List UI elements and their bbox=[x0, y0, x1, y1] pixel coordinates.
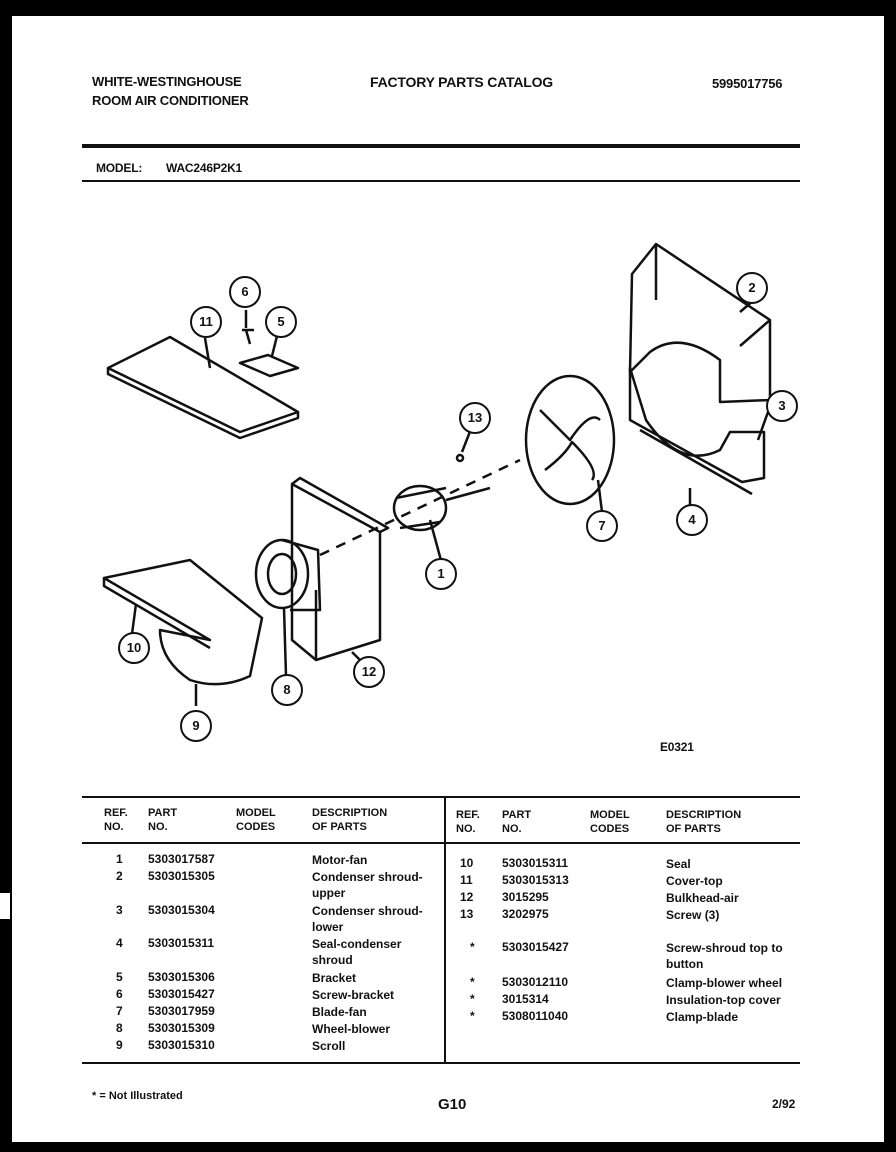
desc-cell: Screw (3) bbox=[666, 908, 720, 922]
table-divider bbox=[444, 798, 446, 1062]
ref-cell: 6 bbox=[116, 987, 123, 1001]
scan-edge-mark bbox=[0, 893, 10, 919]
desc-cell: Clamp-blade bbox=[666, 1010, 739, 1024]
callout-9: 9 bbox=[180, 710, 212, 742]
callout-13: 13 bbox=[459, 402, 491, 434]
part-bracket bbox=[238, 353, 300, 378]
ref-cell: 2 bbox=[116, 869, 123, 883]
callout-10: 10 bbox=[118, 632, 150, 664]
desc-cell: Wheel-blower bbox=[312, 1022, 391, 1036]
ref-cell: 11 bbox=[460, 873, 473, 887]
callout-2: 2 bbox=[736, 272, 768, 304]
part-cell: 5303017587 bbox=[148, 852, 215, 866]
part-scroll bbox=[102, 558, 264, 686]
callout-7: 7 bbox=[586, 510, 618, 542]
page-code: G10 bbox=[438, 1096, 467, 1113]
ref-cell: 4 bbox=[116, 936, 123, 950]
part-cell: 3015295 bbox=[502, 890, 549, 904]
part-cover-top bbox=[106, 335, 300, 434]
desc-cell: Screw-shroud top to button bbox=[666, 941, 783, 971]
part-cell: 5303015310 bbox=[148, 1038, 215, 1052]
header-rule bbox=[82, 144, 800, 148]
part-cell: 5303015311 bbox=[148, 936, 215, 950]
brand-line-2: ROOM AIR CONDITIONER bbox=[92, 93, 249, 108]
callout-4: 4 bbox=[676, 504, 708, 536]
ref-cell: * bbox=[470, 992, 475, 1006]
callout-8: 8 bbox=[271, 674, 303, 706]
ref-cell: 1 bbox=[116, 852, 123, 866]
desc-cell: Motor-fan bbox=[312, 853, 368, 867]
desc-cell: Bulkhead-air bbox=[666, 891, 739, 905]
callout-3: 3 bbox=[766, 390, 798, 422]
desc-cell: Bracket bbox=[312, 971, 357, 985]
callout-11: 11 bbox=[190, 306, 222, 338]
catalog-title: FACTORY PARTS CATALOG bbox=[370, 74, 553, 90]
part-cell: 5303015309 bbox=[148, 1021, 215, 1035]
desc-cell: Screw-bracket bbox=[312, 988, 395, 1002]
desc-cell: Seal bbox=[666, 857, 691, 871]
desc-cell: Condenser shroud-upper bbox=[312, 870, 423, 900]
part-bulkhead bbox=[290, 482, 382, 662]
ref-cell: * bbox=[470, 1009, 475, 1023]
ref-cell: 12 bbox=[460, 890, 474, 904]
ref-cell: 9 bbox=[116, 1038, 123, 1052]
callout-6: 6 bbox=[229, 276, 261, 308]
desc-cell: Condenser shroud-lower bbox=[312, 904, 423, 934]
part-cell: 5303015313 bbox=[502, 873, 569, 887]
part-cell: 5303015311 bbox=[502, 856, 569, 870]
callout-12: 12 bbox=[353, 656, 385, 688]
part-blower-wheel bbox=[254, 538, 310, 610]
model-label: MODEL: bbox=[96, 161, 143, 175]
ref-cell: 7 bbox=[116, 1004, 123, 1018]
header-ref: REF.NO. bbox=[104, 807, 128, 833]
not-illustrated-note: * = Not Illustrated bbox=[92, 1090, 183, 1102]
part-shroud-upper bbox=[628, 242, 772, 404]
exploded-parts-diagram bbox=[102, 242, 772, 706]
part-cell: 5303012110 bbox=[502, 975, 569, 989]
brand-line-1: WHITE-WESTINGHOUSE bbox=[92, 74, 242, 89]
callout-1: 1 bbox=[425, 558, 457, 590]
part-cell: 5303015305 bbox=[148, 869, 215, 883]
ref-cell: 3 bbox=[116, 903, 123, 917]
catalog-number: 5995017756 bbox=[712, 76, 783, 91]
part-cell: 3202975 bbox=[502, 907, 549, 921]
part-fan-blade bbox=[524, 374, 616, 506]
table-header-rule bbox=[82, 842, 800, 844]
ref-cell: * bbox=[470, 975, 475, 989]
ref-cell: 13 bbox=[460, 907, 474, 921]
part-cell: 5303015427 bbox=[502, 940, 569, 954]
model-value: WAC246P2K1 bbox=[166, 161, 243, 175]
model-rule bbox=[82, 180, 800, 182]
part-cell: 3015314 bbox=[502, 992, 549, 1006]
table-bottom-rule bbox=[82, 1062, 800, 1064]
part-cell: 5308011040 bbox=[502, 1009, 569, 1023]
ref-cell: * bbox=[470, 940, 475, 954]
part-cell: 5303015306 bbox=[148, 970, 215, 984]
desc-cell: Blade-fan bbox=[312, 1005, 367, 1019]
part-cell: 5303015304 bbox=[148, 903, 215, 917]
desc-cell: Clamp-blower wheel bbox=[666, 976, 783, 990]
desc-cell: Scroll bbox=[312, 1039, 346, 1053]
diagram-code: E0321 bbox=[660, 740, 694, 754]
ref-cell: 10 bbox=[460, 856, 474, 870]
part-cell: 5303017959 bbox=[148, 1004, 215, 1018]
desc-cell: Seal-condenser shroud bbox=[312, 937, 402, 967]
part-motor bbox=[392, 484, 448, 532]
desc-cell: Insulation-top cover bbox=[666, 993, 781, 1007]
ref-cell: 8 bbox=[116, 1021, 123, 1035]
ref-cell: 5 bbox=[116, 970, 123, 984]
part-shroud-lower bbox=[628, 366, 766, 484]
callout-5: 5 bbox=[265, 306, 297, 338]
part-cell: 5303015427 bbox=[148, 987, 215, 1001]
desc-cell: Cover-top bbox=[666, 874, 723, 888]
revision-date: 2/92 bbox=[772, 1097, 796, 1111]
table-top-rule bbox=[82, 796, 800, 798]
header-ref: REF.NO. bbox=[456, 809, 480, 835]
